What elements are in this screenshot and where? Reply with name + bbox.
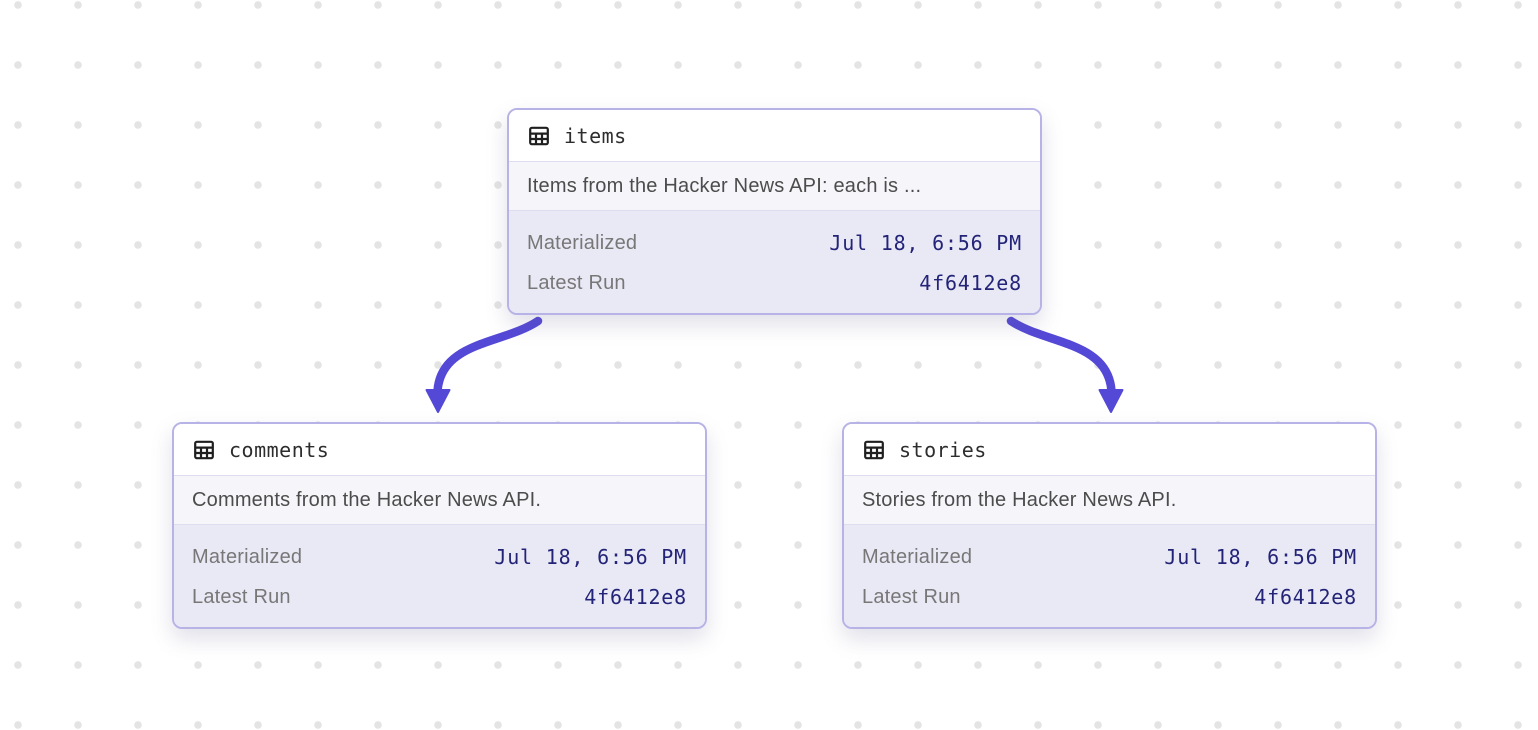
stat-label: Materialized [862, 545, 973, 568]
latest-run-link[interactable]: 4f6412e8 [584, 585, 687, 609]
materialized-timestamp-link[interactable]: Jul 18, 6:56 PM [829, 231, 1022, 255]
asset-stats: Materialized Jul 18, 6:56 PM Latest Run … [844, 525, 1375, 627]
table-icon [527, 124, 551, 148]
asset-description: Stories from the Hacker News API. [844, 476, 1375, 525]
stat-row-latest-run: Latest Run 4f6412e8 [527, 263, 1022, 303]
asset-description: Items from the Hacker News API: each is … [509, 162, 1040, 211]
table-icon [862, 438, 886, 462]
asset-name: stories [899, 437, 987, 462]
asset-node-header: stories [844, 424, 1375, 476]
edge-items-to-stories [1006, 316, 1124, 413]
stat-label: Materialized [192, 545, 303, 568]
stat-row-latest-run: Latest Run 4f6412e8 [192, 577, 687, 617]
stat-row-materialized: Materialized Jul 18, 6:56 PM [862, 537, 1357, 577]
stat-row-latest-run: Latest Run 4f6412e8 [862, 577, 1357, 617]
asset-node-header: comments [174, 424, 705, 476]
asset-name: items [564, 123, 627, 148]
stat-row-materialized: Materialized Jul 18, 6:56 PM [527, 223, 1022, 263]
asset-name: comments [229, 437, 330, 462]
asset-stats: Materialized Jul 18, 6:56 PM Latest Run … [174, 525, 705, 627]
latest-run-link[interactable]: 4f6412e8 [919, 271, 1022, 295]
asset-node-stories[interactable]: stories Stories from the Hacker News API… [842, 422, 1377, 629]
table-icon [192, 438, 216, 462]
materialized-timestamp-link[interactable]: Jul 18, 6:56 PM [1164, 545, 1357, 569]
stat-label: Latest Run [862, 585, 961, 608]
stat-label: Latest Run [192, 585, 291, 608]
asset-description: Comments from the Hacker News API. [174, 476, 705, 525]
asset-node-comments[interactable]: comments Comments from the Hacker News A… [172, 422, 707, 629]
stat-label: Materialized [527, 231, 638, 254]
edge-items-to-comments [425, 316, 543, 413]
stat-row-materialized: Materialized Jul 18, 6:56 PM [192, 537, 687, 577]
asset-node-items[interactable]: items Items from the Hacker News API: ea… [507, 108, 1042, 315]
asset-stats: Materialized Jul 18, 6:56 PM Latest Run … [509, 211, 1040, 313]
materialized-timestamp-link[interactable]: Jul 18, 6:56 PM [494, 545, 687, 569]
asset-node-header: items [509, 110, 1040, 162]
stat-label: Latest Run [527, 271, 626, 294]
latest-run-link[interactable]: 4f6412e8 [1254, 585, 1357, 609]
